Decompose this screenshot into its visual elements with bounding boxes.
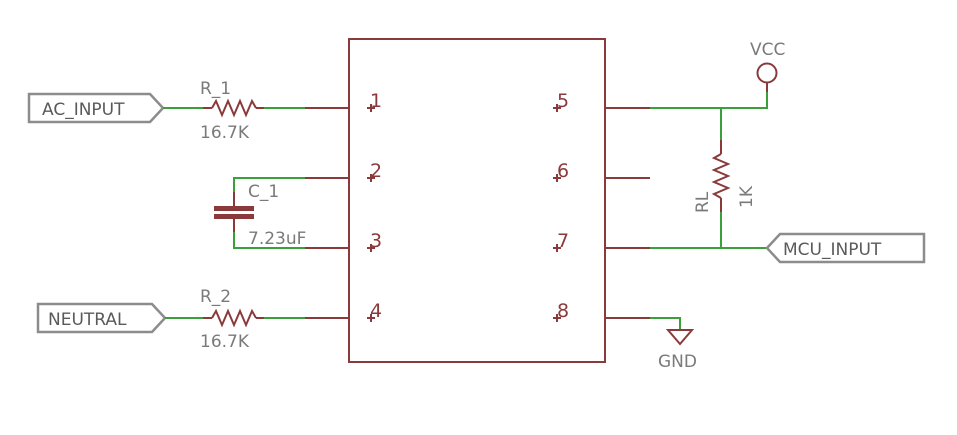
vcc-label: VCC <box>750 40 785 60</box>
gnd-label: GND <box>658 352 697 372</box>
c1-top-wire <box>233 177 305 192</box>
ac-input-port-label: AC_INPUT <box>42 100 125 120</box>
ic-body <box>348 38 606 363</box>
ac-input-port-shape <box>27 92 165 124</box>
rl-value: 1K <box>737 185 757 208</box>
pin-5-label: 5 <box>557 90 569 112</box>
r2-value: 16.7K <box>200 332 250 352</box>
r2-resistor <box>211 308 257 328</box>
neutral-port-shape <box>36 302 167 334</box>
gnd-symbol <box>665 329 695 346</box>
c1-plate-bottom <box>214 214 254 219</box>
rl-resistor <box>711 153 731 199</box>
pin-8-label: 8 <box>557 300 569 322</box>
mcu-input-port-shape <box>765 232 926 264</box>
pin-2-label: 2 <box>370 160 382 182</box>
c1-value: 7.23uF <box>248 229 306 249</box>
vcc-symbol <box>756 62 778 84</box>
c1-plate-top <box>214 206 254 211</box>
pin-4-label: 4 <box>370 300 382 322</box>
pin-3-label: 3 <box>370 230 382 252</box>
pin-origins <box>367 104 561 322</box>
mcu-input-port-label: MCU_INPUT <box>783 240 882 260</box>
pin-6-label: 6 <box>557 160 569 182</box>
r1-resistor <box>211 98 257 118</box>
c1-name: C_1 <box>248 182 279 202</box>
pin-1-label: 1 <box>370 90 382 112</box>
r2-name: R_2 <box>200 287 231 307</box>
r1-name: R_1 <box>200 79 231 99</box>
r1-value: 16.7K <box>200 123 250 143</box>
rl-name: RL <box>693 191 713 213</box>
c1-bottom-wire <box>233 232 305 249</box>
neutral-port-label: NEUTRAL <box>48 310 127 330</box>
gnd-wire <box>650 317 681 330</box>
vcc-wire <box>650 92 768 109</box>
pin-7-label: 7 <box>557 230 569 252</box>
